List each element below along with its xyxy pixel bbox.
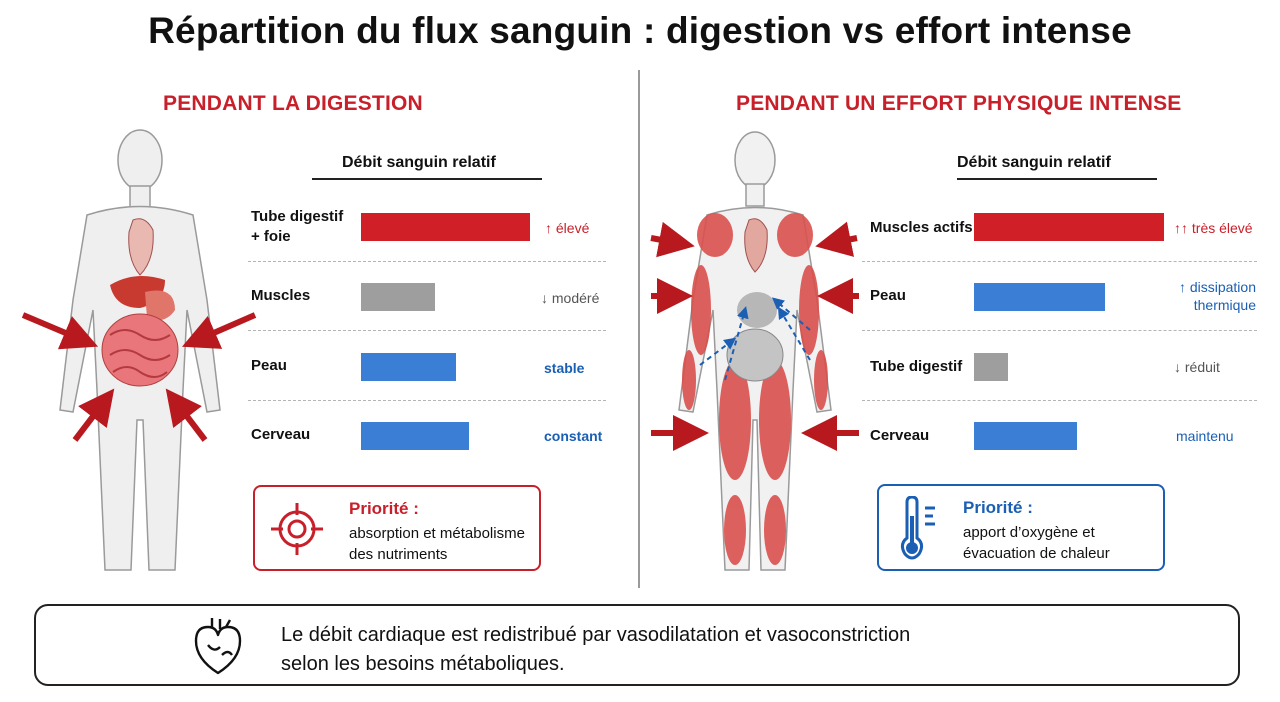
left-row-label-brain: Cerveau	[251, 426, 311, 443]
summary-box: Le débit cardiaque est redistribué par v…	[34, 604, 1240, 686]
right-row-separator	[862, 330, 1257, 331]
target-icon	[271, 503, 323, 555]
left-note-digestive: ↑ élevé	[545, 220, 590, 236]
left-row-label-skin: Peau	[251, 357, 287, 374]
left-note-muscles: ↓ modéré	[541, 290, 600, 306]
left-note-skin: stable	[544, 360, 585, 376]
right-bar-brain	[974, 422, 1077, 450]
left-chart-header-rule	[312, 178, 542, 180]
organs-grey	[726, 218, 784, 382]
inflow-arrows	[650, 221, 859, 451]
page-title: Répartition du flux sanguin : digestion …	[148, 10, 1132, 51]
right-bar-active-muscles	[974, 213, 1164, 241]
left-row-separator	[248, 400, 606, 401]
right-note-brain: maintenu	[1176, 428, 1234, 444]
right-chart-header-rule	[957, 178, 1157, 180]
muscle-groups	[682, 213, 828, 565]
right-row-label-digestive: Tube digestif	[870, 358, 963, 375]
right-priority-title: Priorité :	[963, 498, 1033, 517]
thermometer-icon	[900, 496, 935, 560]
digestive-organs	[101, 218, 179, 387]
right-row-separator	[862, 261, 1257, 262]
inflow-arrows	[21, 312, 257, 442]
left-chart-header: Débit sanguin relatif	[342, 154, 496, 171]
left-priority-title: Priorité :	[349, 499, 419, 518]
panel-divider	[638, 70, 640, 588]
left-bar-brain	[361, 422, 469, 450]
exercise-body-figure	[650, 131, 859, 571]
left-row-label-digestive: Tube digestif+ foie	[251, 208, 344, 245]
left-row-separator	[248, 261, 606, 262]
redirect-arrows	[699, 297, 811, 381]
right-row-label-active-muscles: Muscles actifs	[870, 219, 973, 236]
left-row-label-muscles: Muscles	[251, 287, 311, 304]
body-outline	[678, 131, 832, 571]
summary-text: Le débit cardiaque est redistribué par v…	[281, 624, 911, 675]
body-outline	[59, 129, 221, 571]
right-note-active-muscles: ↑↑ très élevé	[1174, 220, 1253, 236]
right-row-label-skin: Peau	[870, 287, 906, 304]
left-row-separator	[248, 330, 606, 331]
heart-icon	[194, 618, 242, 675]
right-row-label-brain: Cerveau	[870, 427, 930, 444]
left-bar-skin	[361, 353, 456, 381]
right-bar-digestive	[974, 353, 1008, 381]
right-chart-header: Débit sanguin relatif	[957, 154, 1111, 171]
left-bar-muscles	[361, 283, 435, 311]
left-panel-title: PENDANT LA DIGESTION	[163, 92, 423, 115]
right-panel-title: PENDANT UN EFFORT PHYSIQUE INTENSE	[736, 92, 1182, 115]
digestion-body-figure	[21, 129, 257, 571]
right-row-separator	[862, 400, 1257, 401]
left-bar-digestive	[361, 213, 530, 241]
left-note-brain: constant	[544, 428, 603, 444]
right-bar-skin	[974, 283, 1105, 311]
right-note-digestive: ↓ réduit	[1174, 359, 1220, 375]
